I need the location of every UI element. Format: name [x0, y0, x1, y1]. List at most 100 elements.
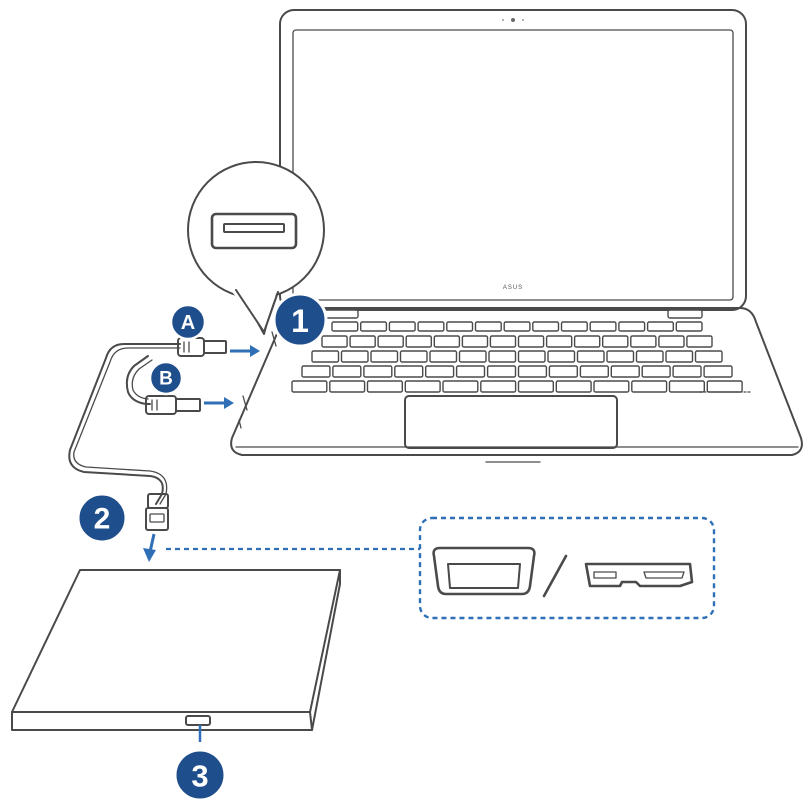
laptop-brand-logo: ASUS — [503, 285, 523, 291]
step-3-badge: 3 — [173, 748, 227, 802]
keyboard-key — [631, 380, 668, 393]
keyboard-key — [399, 350, 428, 363]
usb-drive-end-plug — [145, 493, 169, 531]
keyboard-key — [377, 335, 404, 348]
keyboard-key — [332, 365, 362, 378]
keyboard-key — [560, 321, 588, 332]
keyboard-key — [429, 350, 458, 363]
svg-text:A: A — [181, 312, 195, 334]
keyboard-key — [366, 380, 403, 393]
keyboard-key — [404, 380, 441, 393]
keyboard-key — [417, 321, 445, 332]
keyboard-key — [517, 380, 554, 393]
step-1-badge: 1 — [272, 292, 328, 348]
step-2-badge: 2 — [76, 492, 128, 544]
svg-text:1: 1 — [291, 303, 309, 339]
keyboard-key — [446, 321, 474, 332]
keyboard-key — [340, 350, 369, 363]
connector-a-badge: A — [169, 303, 207, 341]
laptop-touchpad — [404, 395, 618, 449]
webcam-icon — [511, 18, 515, 22]
keyboard-key — [489, 335, 517, 348]
keyboard-key — [706, 380, 743, 393]
insert-arrow-a — [230, 345, 260, 357]
keyboard-key — [425, 365, 455, 378]
laptop: ASUS — [230, 9, 803, 463]
laptop-lid — [279, 9, 747, 311]
keyboard-key — [579, 365, 610, 378]
keyboard-key — [349, 335, 376, 348]
svg-text:2: 2 — [94, 503, 111, 536]
keyboard-key — [461, 335, 489, 348]
keyboard-key — [455, 365, 486, 378]
keyboard-key — [545, 335, 573, 348]
insert-arrow-b — [204, 397, 234, 409]
keyboard-key — [573, 335, 601, 348]
usb-port-zoom-callout — [187, 161, 325, 335]
keyboard-key — [311, 350, 340, 363]
drive-port-detail — [166, 516, 716, 620]
keyboard-key — [486, 365, 517, 378]
keyboard-key — [517, 365, 548, 378]
keyboard-key — [694, 350, 723, 363]
keyboard-key — [548, 365, 579, 378]
keyboard-key — [630, 335, 657, 348]
keyboard-key — [480, 380, 517, 393]
keyboard-key — [517, 335, 545, 348]
keyboard-key — [576, 350, 605, 363]
keyboard-key — [331, 321, 359, 332]
usb-y-cable — [68, 337, 260, 562]
keyboard-key — [329, 380, 366, 393]
keyboard-key — [672, 365, 702, 378]
usb-a-port-icon — [432, 546, 536, 596]
keyboard-key — [517, 350, 546, 363]
keyboard-key — [388, 321, 416, 332]
eject-button-icon — [185, 715, 211, 726]
keyboard-key — [405, 335, 433, 348]
keyboard-key — [442, 380, 479, 393]
keyboard-key — [602, 335, 629, 348]
usb-a-port-icon — [210, 212, 298, 250]
usb-micro-b-3-port-icon — [584, 562, 694, 588]
svg-text:3: 3 — [191, 759, 208, 794]
insert-arrow-drive — [143, 533, 156, 562]
keyboard-key — [394, 365, 424, 378]
keyboard-key — [291, 380, 328, 393]
or-separator — [542, 554, 568, 598]
laptop-display — [292, 29, 734, 301]
keyboard-key — [488, 350, 517, 363]
keyboard-key — [589, 321, 617, 332]
keyboard-key — [606, 350, 635, 363]
keyboard-key — [301, 365, 331, 378]
keyboard-key — [547, 350, 576, 363]
keyboard-key — [360, 321, 388, 332]
keyboard-key — [474, 321, 502, 332]
keyboard-key — [618, 321, 646, 332]
keyboard-key — [458, 350, 487, 363]
svg-text:B: B — [159, 369, 173, 390]
keyboard-key — [610, 365, 640, 378]
keyboard-key — [593, 380, 630, 393]
keyboard-key — [675, 321, 703, 332]
keyboard-key — [321, 335, 348, 348]
external-optical-drive — [11, 569, 341, 742]
keyboard-key — [433, 335, 461, 348]
usb-connector-b-plug — [145, 395, 201, 415]
keyboard-key — [703, 365, 733, 378]
keyboard-key — [555, 380, 592, 393]
connector-b-badge: B — [148, 360, 184, 396]
keyboard-key — [503, 321, 531, 332]
keyboard-key — [370, 350, 399, 363]
port-options-box — [418, 516, 716, 620]
keyboard-key — [686, 335, 713, 348]
keyboard-key — [665, 350, 694, 363]
keyboard-key — [646, 321, 674, 332]
keyboard-key — [363, 365, 393, 378]
usb-connector-a-plug — [177, 337, 227, 357]
keyboard-key — [641, 365, 671, 378]
keyboard-key — [668, 380, 705, 393]
keyboard-key — [532, 321, 560, 332]
keyboard-key — [658, 335, 685, 348]
